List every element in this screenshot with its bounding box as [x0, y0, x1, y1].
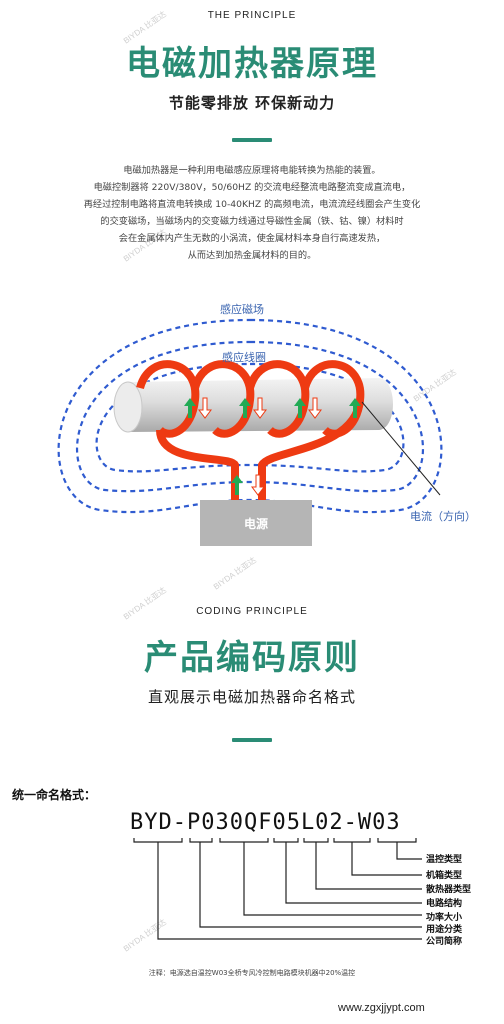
paragraph-line: 的交变磁场，当磁场内的交变磁力线通过导磁性金属（铁、钴、镍）材料时 [100, 216, 404, 227]
format-title: 统一命名格式： [12, 788, 97, 802]
naming-note: 注释：电源选自温控W03全桥专风冷控制电路模块机器中20%温控 [148, 969, 356, 977]
code-part-label: 电路结构 [426, 899, 463, 909]
arrow-up-icon [239, 398, 251, 418]
coil-turn [191, 360, 255, 438]
arrow-up-icon [231, 475, 243, 495]
line-power [243, 842, 422, 916]
line-heatsink [315, 842, 422, 890]
code-part-label: 机箱类型 [426, 871, 463, 881]
coil-turn [136, 360, 200, 438]
arrow-up-icon [184, 398, 196, 418]
line-usage [199, 842, 422, 928]
source-url: www.zgxjjypt.com [338, 1002, 425, 1014]
arrow-up-icon [294, 398, 306, 418]
product-code: BYD-P030QF05L02-W03 [130, 810, 401, 835]
line-case [351, 842, 422, 876]
section-en-label: THE PRINCIPLE [207, 10, 297, 21]
bracket-company [133, 838, 183, 843]
bracket-power [219, 838, 269, 843]
current-direction-label: 电流（方向） [410, 510, 476, 523]
title-divider [232, 138, 272, 142]
paragraph-line: 再经过控制电路将直流电转换成 10-40KHZ 的高频电流，电流流经线圈会产生变… [83, 199, 421, 210]
coil-label: 感应线圈 [222, 351, 266, 364]
section-en-label: CODING PRINCIPLE [196, 606, 308, 617]
paragraph-line: 电磁控制器将 220V/380V，50/60HZ 的交流电经整流电路整流变成直流… [93, 182, 411, 193]
induction-heating-diagram [57, 318, 443, 546]
paragraph-line: 会在金属体内产生无数的小涡流，使金属材料本身自行高速发热， [118, 233, 386, 244]
bracket-heatsink [303, 838, 329, 843]
code-part-label: 功率大小 [426, 913, 463, 923]
power-box [200, 500, 312, 546]
current-arrows [184, 397, 361, 496]
code-part-label: 温控类型 [426, 855, 463, 865]
power-label: 电源 [243, 516, 268, 531]
arrow-down-icon [198, 397, 212, 419]
code-breakdown-lines [133, 838, 422, 940]
page-subtitle: 节能零排放 环保新动力 [168, 94, 336, 112]
line-temp [396, 842, 422, 860]
bracket-temp [377, 838, 417, 843]
section-title: 产品编码原则 [144, 638, 360, 678]
code-part-label: 散热器类型 [426, 885, 472, 895]
bracket-circuit [273, 838, 299, 843]
line-circuit [285, 842, 422, 904]
bracket-usage [189, 838, 213, 843]
coil-lead [156, 429, 239, 500]
arrow-up-icon [349, 398, 361, 418]
code-part-label: 用途分类 [426, 925, 463, 935]
arrow-down-icon [251, 474, 265, 496]
current-pointer-line [361, 401, 441, 496]
bracket-case [333, 838, 371, 843]
arrow-down-icon [253, 397, 267, 419]
code-part-label: 公司简称 [426, 937, 463, 947]
page-title: 电磁加热器原理 [126, 44, 378, 84]
paragraph-line: 电磁加热器是一种利用电磁感应原理将电能转换为热能的装置。 [123, 165, 381, 176]
coil-turn [246, 360, 310, 438]
section-subtitle: 直观展示电磁加热器命名格式 [147, 688, 356, 706]
arrow-down-icon [308, 397, 322, 419]
field-line-middle [75, 340, 425, 493]
line-company [157, 842, 422, 940]
title-divider [232, 738, 272, 742]
magnetic-field-label: 感应磁场 [220, 303, 264, 316]
field-line-inner [95, 362, 405, 473]
paragraph-line: 从而达到加热金属材料的目的。 [187, 250, 317, 261]
principle-paragraph: 电磁加热器是一种利用电磁感应原理将电能转换为热能的装置。 电磁控制器将 220V… [0, 162, 504, 264]
watermark: BIYDA 比亚达 [211, 555, 258, 592]
